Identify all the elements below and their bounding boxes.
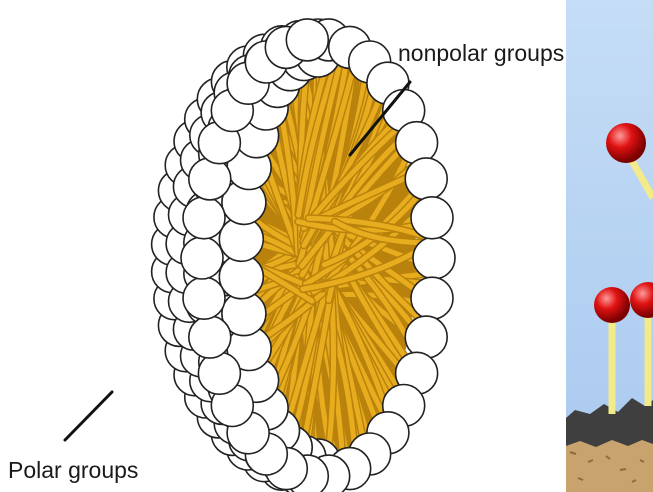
polar-leader-line: [65, 392, 112, 440]
polar-head-sphere: [189, 158, 231, 200]
polar-head-sphere: [413, 237, 455, 279]
polar-head-sphere: [181, 237, 223, 279]
inset-head-upper: [606, 123, 646, 163]
surface-inset-panel: [566, 0, 653, 492]
inset-head-left: [594, 287, 630, 323]
nonpolar-groups-label: nonpolar groups: [398, 42, 564, 65]
polar-head-sphere: [183, 197, 225, 239]
polar-head-sphere: [405, 316, 447, 358]
polar-head-sphere: [405, 158, 447, 200]
inset-soil: [566, 440, 653, 492]
polar-groups-label: Polar groups: [8, 459, 138, 482]
polar-head-sphere: [411, 197, 453, 239]
polar-head-sphere: [396, 122, 438, 164]
polar-head-sphere: [286, 19, 328, 61]
polar-head-sphere: [189, 316, 231, 358]
polar-head-sphere: [198, 352, 240, 394]
polar-head-sphere: [411, 277, 453, 319]
polar-head-sphere: [183, 277, 225, 319]
